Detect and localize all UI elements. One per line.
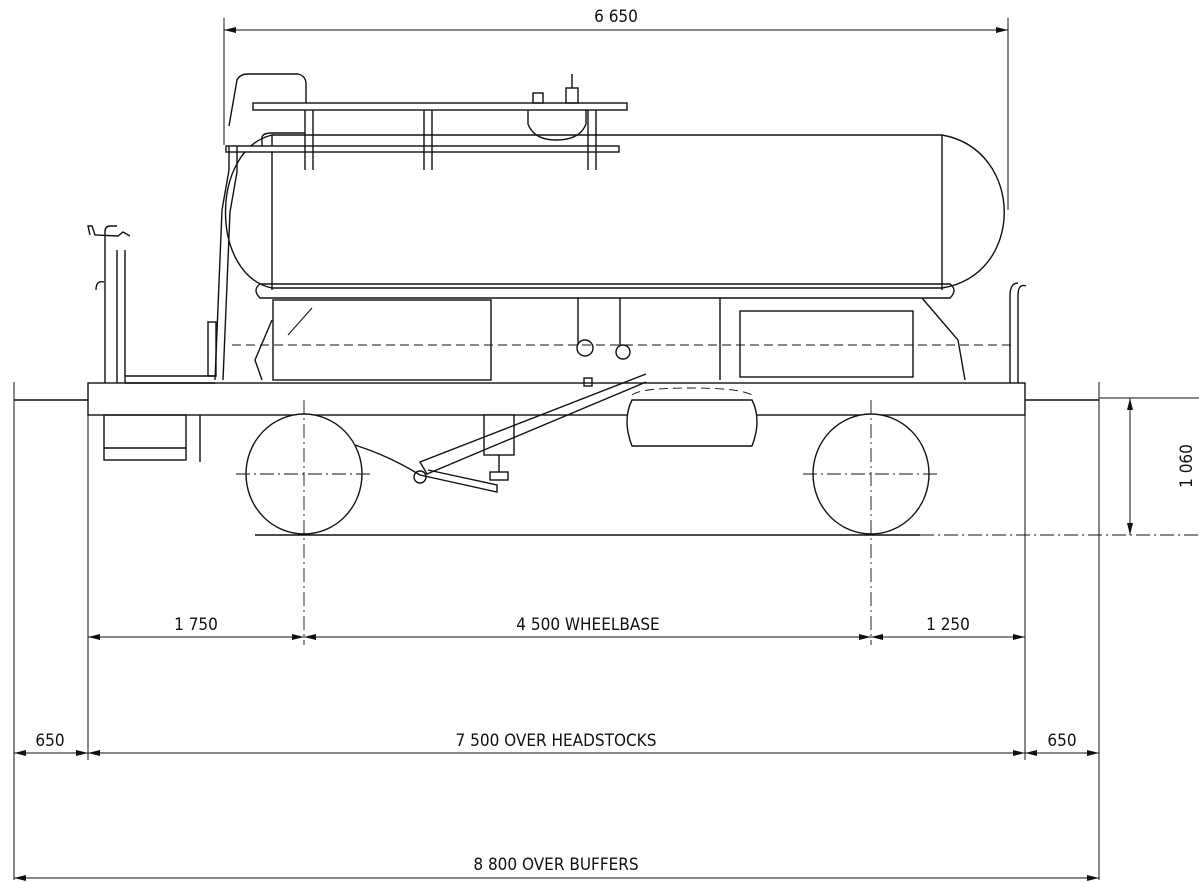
dimension-lines bbox=[14, 27, 1133, 881]
dim-wheelbase: 4 500 WHEELBASE bbox=[516, 615, 659, 635]
dim-buffer-left: 650 bbox=[35, 731, 64, 751]
centre-lines bbox=[236, 400, 939, 645]
dim-over-headstocks: 7 500 OVER HEADSTOCKS bbox=[456, 731, 657, 751]
end-handrail-right bbox=[1009, 282, 1027, 383]
dim-buffer-right: 650 bbox=[1047, 731, 1076, 751]
dim-height: 1 060 bbox=[1177, 444, 1197, 488]
dim-tank-length: 6 650 bbox=[594, 7, 638, 27]
walkway-and-handrails bbox=[214, 73, 628, 381]
dome-and-valves bbox=[527, 74, 587, 141]
underframe bbox=[87, 382, 1026, 416]
equipment-boxes bbox=[232, 297, 1012, 381]
end-platform-left bbox=[87, 225, 217, 462]
dim-overhang-left: 1 750 bbox=[174, 615, 218, 635]
dim-overhang-right: 1 250 bbox=[926, 615, 970, 635]
dim-over-buffers: 8 800 OVER BUFFERS bbox=[473, 855, 638, 875]
brake-equipment bbox=[329, 373, 758, 493]
extension-lines bbox=[13, 18, 1199, 880]
tank-barrel bbox=[224, 134, 1005, 299]
